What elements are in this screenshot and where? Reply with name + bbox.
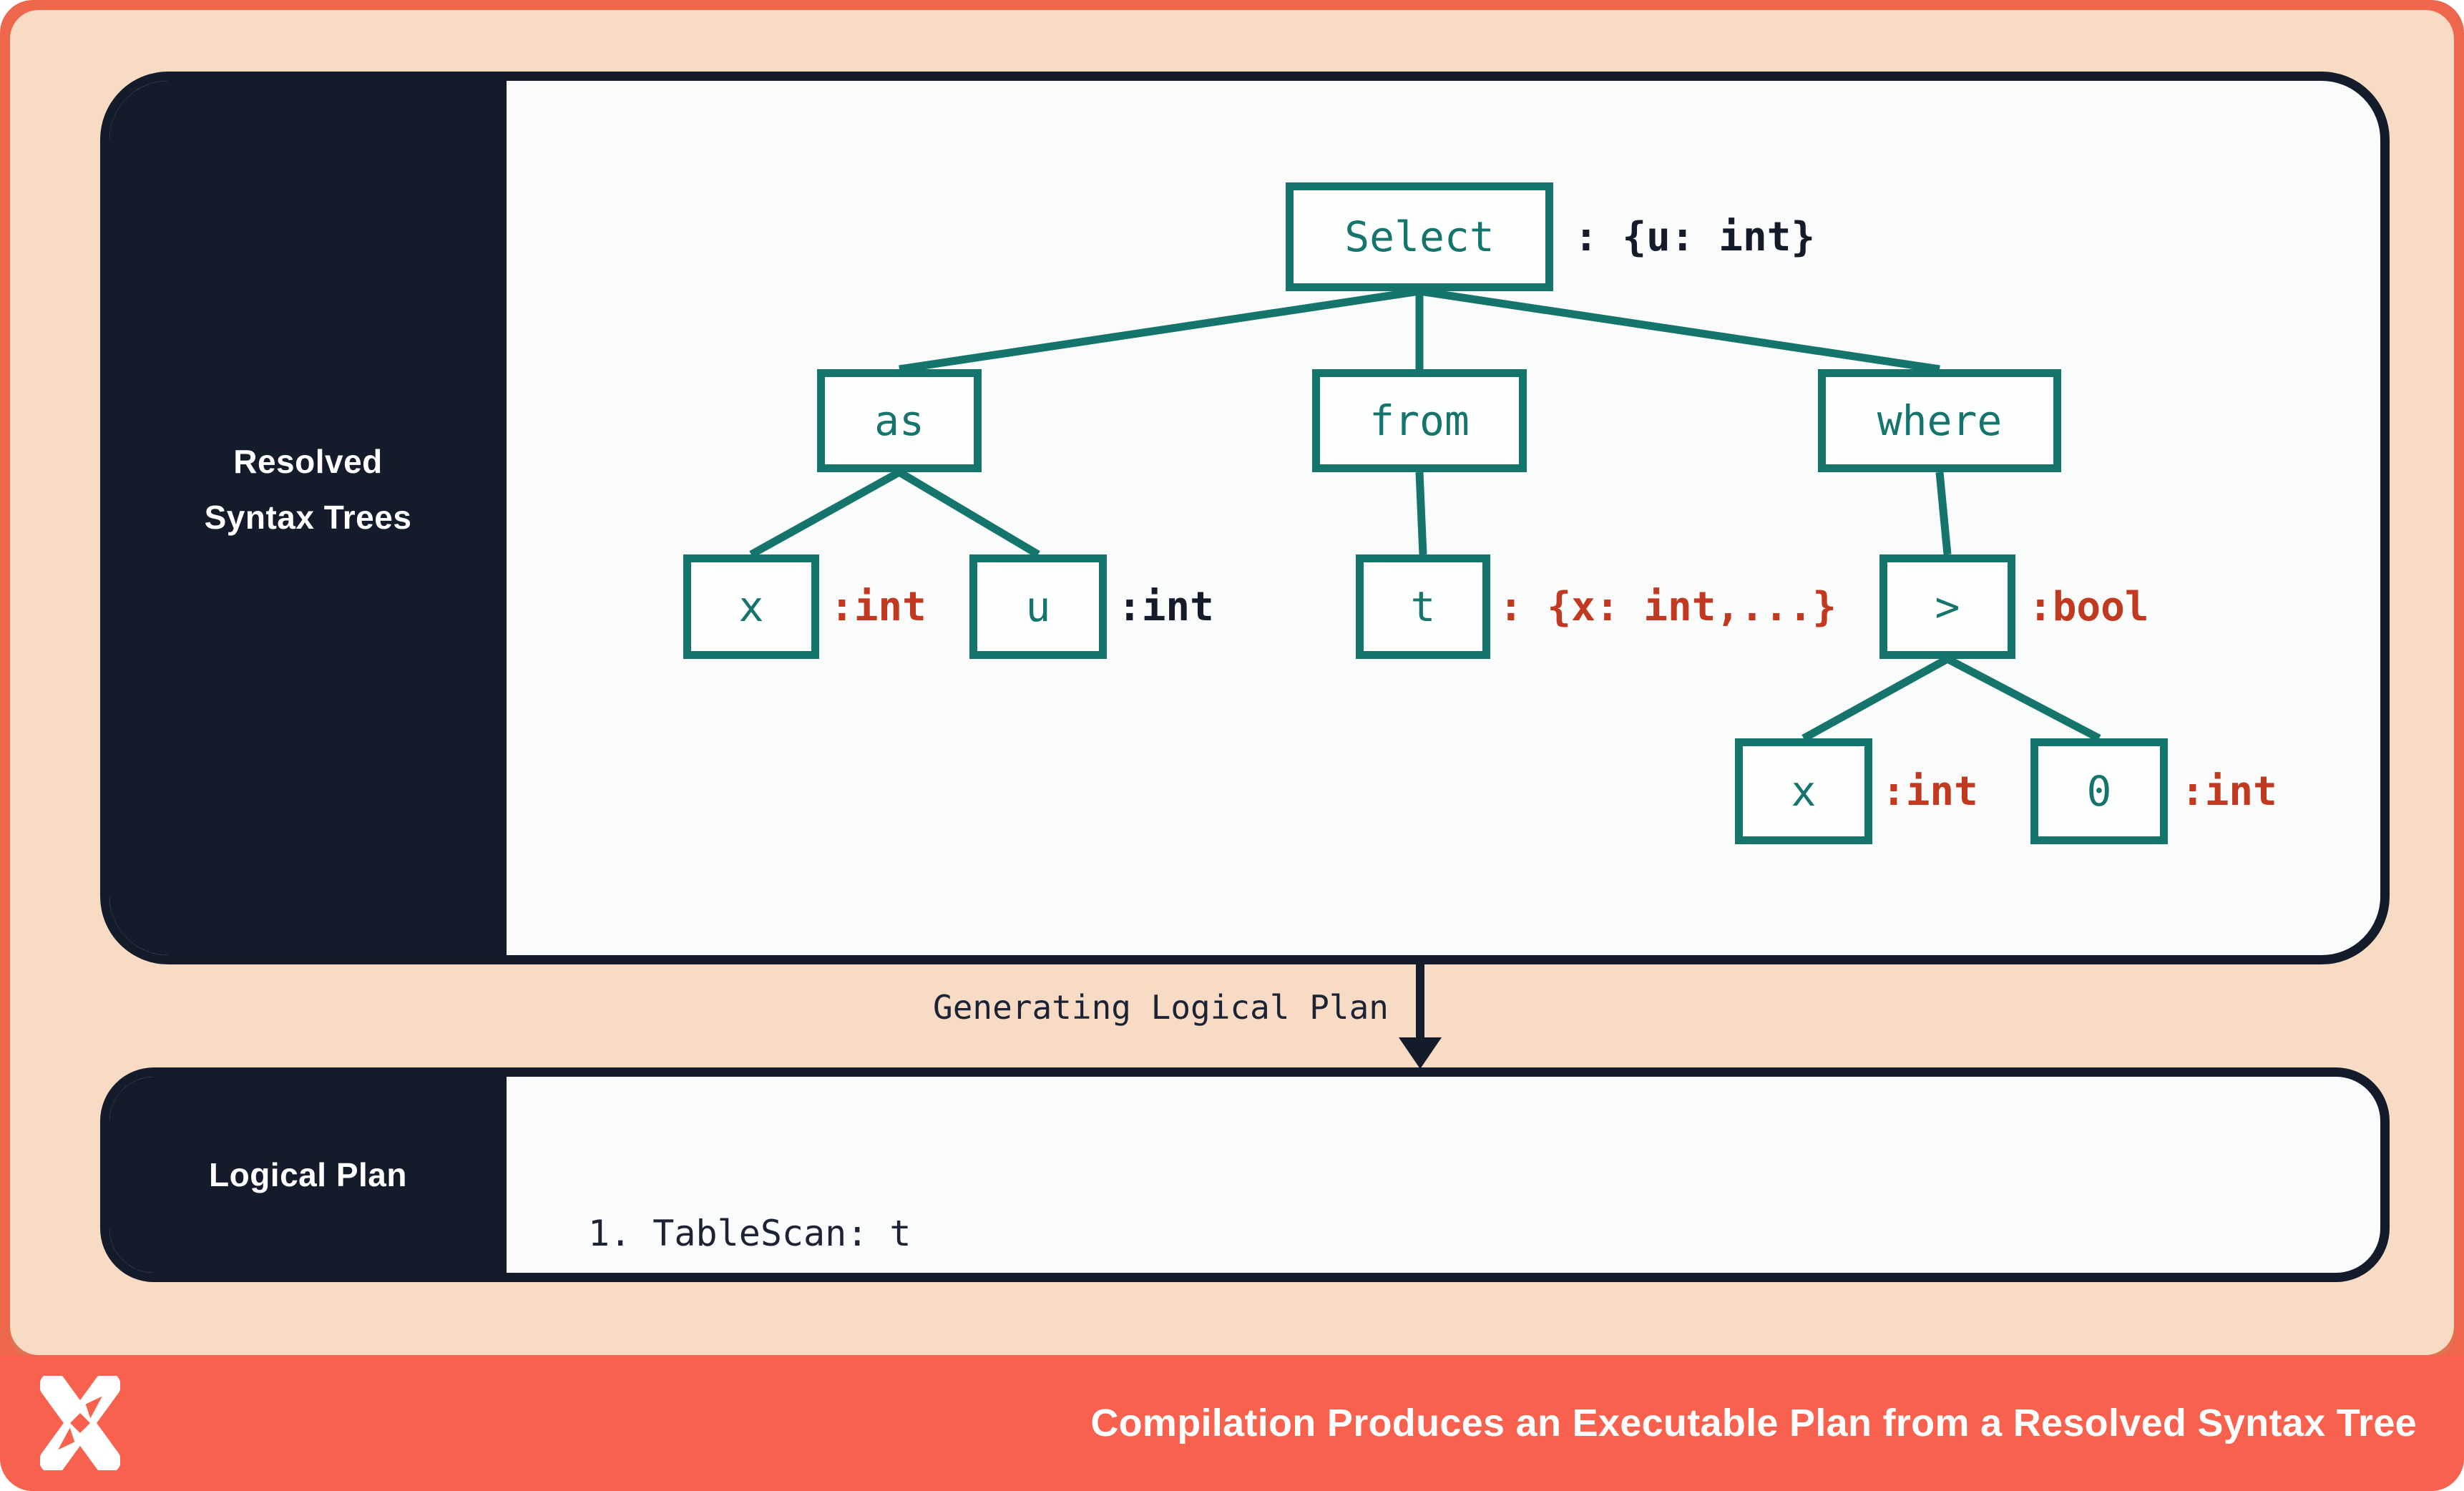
tree-node-x-operand: x (1735, 738, 1872, 844)
tree-node-t-from-label: t (1410, 582, 1436, 631)
tree-node-as-label: as (874, 396, 924, 445)
tree-node-select-label: Select (1344, 212, 1495, 261)
dolt-logo-icon (40, 1376, 120, 1470)
tree-node-as: as (817, 369, 982, 472)
type-annotation-select: : {u: int} (1574, 213, 1816, 260)
tree-node-t-from: t (1356, 554, 1490, 659)
tree-node-x-as: x (683, 554, 819, 659)
type-annotation-zero-operand: :int (2181, 768, 2277, 815)
tree-node-u-as: u (969, 554, 1107, 659)
transition-label: Generating Logical Plan (933, 988, 1389, 1027)
type-annotation-greater-than: :bool (2028, 583, 2149, 630)
resolved-panel-sidebar: Resolved Syntax Trees (109, 81, 507, 955)
footer-title: Compilation Produces an Executable Plan … (1090, 1402, 2417, 1444)
tree-node-greater-than: > (1879, 554, 2015, 659)
tree-node-where: where (1818, 369, 2061, 472)
tree-node-x-operand-label: x (1791, 767, 1817, 816)
resolved-panel-title-line2: Syntax Trees (204, 499, 412, 536)
peach-background: Select : {u: int} as from where x :int u… (10, 10, 2454, 1355)
logical-panel-sidebar: Logical Plan (109, 1077, 507, 1273)
resolved-panel-title-line1: Resolved (233, 443, 383, 480)
logical-plan-panel: 1. TableScan: t 2. Filter: t.x > 0 3. Pr… (100, 1067, 2390, 1282)
type-annotation-t-from: : {x: int,...} (1499, 583, 1837, 630)
tree-node-u-as-label: u (1025, 582, 1051, 631)
tree-node-from-label: from (1369, 396, 1470, 445)
tree-node-zero-operand: 0 (2030, 738, 2168, 844)
tree-node-from: from (1312, 369, 1527, 472)
tree-node-greater-than-label: > (1935, 582, 1960, 631)
tree-node-select: Select (1286, 182, 1553, 291)
tree-node-x-as-label: x (738, 582, 764, 631)
tree-node-zero-operand-label: 0 (2086, 767, 2112, 816)
plan-step-1: 1. TableScan: t (588, 1213, 911, 1254)
logical-plan-steps: 1. TableScan: t 2. Filter: t.x > 0 3. Pr… (588, 1112, 1083, 1273)
type-annotation-u-as: :int (1118, 583, 1214, 630)
resolved-panel-title: Resolved Syntax Trees (205, 434, 412, 545)
type-annotation-x-as: :int (830, 583, 927, 630)
resolved-syntax-trees-panel: Select : {u: int} as from where x :int u… (100, 72, 2390, 964)
footer-bar: Compilation Produces an Executable Plan … (0, 1355, 2464, 1491)
logical-panel-title: Logical Plan (209, 1156, 407, 1193)
down-arrow-icon (1399, 964, 1442, 1069)
tree-node-where-label: where (1877, 396, 2003, 445)
type-annotation-x-operand: :int (1882, 768, 1978, 815)
